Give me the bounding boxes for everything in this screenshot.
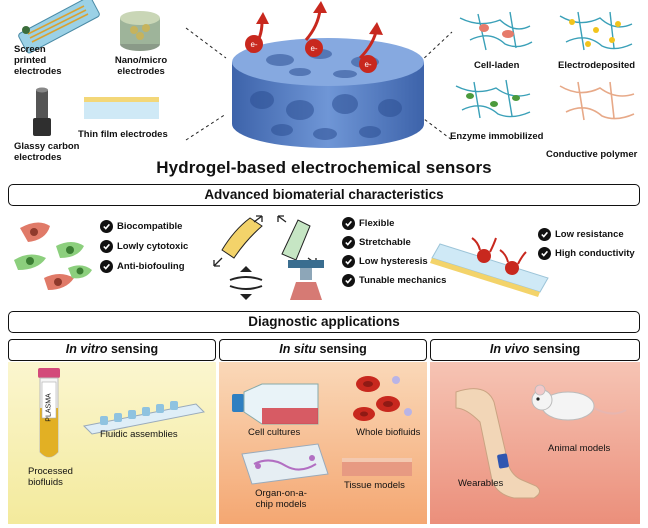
whole-biofluids-label: Whole biofluids: [356, 427, 421, 438]
check-low-hysteresis-label: Low hysteresis: [359, 256, 428, 267]
check-anti-biofouling-label: Anti-biofouling: [117, 261, 185, 272]
connector-lines: [185, 27, 453, 141]
in-vitro-header-italic: In vitro: [65, 342, 108, 356]
animal-model-icon: [531, 384, 627, 421]
cell-cultures-label: Cell cultures: [248, 427, 301, 438]
check-high-conductivity-label: High conductivity: [555, 248, 635, 259]
cells-icon: [14, 222, 92, 290]
flexible-strips-icon: [213, 215, 324, 300]
check-icon: [100, 220, 113, 233]
check-high-conductivity: High conductivity: [538, 247, 635, 260]
check-icon: [100, 260, 113, 273]
conductive-polymer-network-icon: [559, 81, 635, 121]
cell-laden-label: Cell-laden: [474, 60, 520, 71]
in-vitro-header-rest: sensing: [107, 342, 159, 356]
screen-printed-label: Screen printed electrodes: [14, 44, 62, 77]
check-anti-biofouling: Anti-biofouling: [100, 260, 185, 273]
check-biocompatible: Biocompatible: [100, 220, 182, 233]
cell-laden-network-icon: [459, 11, 533, 51]
electron-symbol-3: e-: [364, 60, 372, 69]
cell-culture-flask-icon: [232, 383, 319, 425]
check-low-resistance-label: Low resistance: [555, 229, 624, 240]
check-icon: [342, 236, 355, 249]
check-icon: [100, 240, 113, 253]
plasma-tube-icon: [38, 368, 60, 458]
hydrogel-cylinder-icon: [232, 38, 424, 148]
organ-on-chip-label: Organ-on-a-chip models: [255, 488, 307, 510]
top-illustration: [18, 0, 635, 148]
in-situ-header-rest: sensing: [316, 342, 367, 356]
check-icon: [342, 255, 355, 268]
check-lowly-cytotoxic-label: Lowly cytotoxic: [117, 241, 189, 252]
check-tunable-mechanics: Tunable mechanics: [342, 274, 446, 287]
fluidic-assembly-icon: [82, 401, 206, 435]
tissue-model-icon: [342, 458, 412, 476]
characteristics-illustrations: [14, 215, 549, 300]
wearable-arm-icon: [455, 388, 540, 499]
in-vivo-header-rest: sensing: [529, 342, 581, 356]
processed-biofluids-label: Processed biofluids: [28, 466, 73, 488]
applications-header: Diagnostic applications: [8, 311, 640, 333]
check-stretchable-label: Stretchable: [359, 237, 411, 248]
thin-film-electrode-icon: [84, 97, 159, 119]
glassy-carbon-electrode-icon: [33, 87, 51, 136]
electron-arrows: [245, 1, 383, 73]
in-vivo-header-italic: In vivo: [489, 342, 530, 356]
electron-symbol-2: e-: [310, 44, 318, 53]
check-icon: [538, 247, 551, 260]
conductive-polymer-label: Conductive polymer: [546, 149, 638, 160]
main-title: Hydrogel-based electrochemical sensors: [156, 158, 492, 177]
wearables-label: Wearables: [458, 478, 504, 489]
check-icon: [342, 217, 355, 230]
plasma-tube-label: PLASMA: [45, 393, 53, 422]
applications-illustrations: [38, 368, 627, 499]
check-biocompatible-label: Biocompatible: [117, 221, 183, 232]
conductive-surface-icon: [430, 237, 549, 297]
fluidic-assemblies-label: Fluidic assemblies: [100, 429, 178, 440]
check-icon: [342, 274, 355, 287]
nano-micro-electrode-icon: [120, 11, 160, 51]
in-situ-header-italic: In situ: [279, 342, 317, 356]
glassy-carbon-label: Glassy carbon electrodes: [14, 141, 80, 163]
check-flexible: Flexible: [342, 217, 394, 230]
in-vivo-header: In vivo sensing: [430, 339, 640, 361]
in-situ-header: In situ sensing: [219, 339, 427, 361]
check-low-resistance: Low resistance: [538, 228, 624, 241]
check-flexible-label: Flexible: [359, 218, 395, 229]
enzyme-immobilized-label: Enzyme immobilized: [450, 131, 544, 142]
check-icon: [538, 228, 551, 241]
nano-micro-label: Nano/micro electrodes: [114, 55, 168, 77]
electrodeposited-network-icon: [559, 11, 633, 51]
tissue-models-label: Tissue models: [344, 480, 405, 491]
in-vitro-header: In vitro sensing: [8, 339, 216, 361]
organ-on-chip-icon: [241, 443, 329, 485]
electron-symbol-1: e-: [250, 40, 258, 49]
thin-film-label: Thin film electrodes: [78, 129, 168, 140]
check-stretchable: Stretchable: [342, 236, 411, 249]
check-low-hysteresis: Low hysteresis: [342, 255, 428, 268]
check-tunable-mechanics-label: Tunable mechanics: [359, 275, 447, 286]
enzyme-immobilized-network-icon: [455, 79, 531, 119]
check-lowly-cytotoxic: Lowly cytotoxic: [100, 240, 188, 253]
electrodeposited-label: Electrodeposited: [558, 60, 636, 71]
characteristics-header: Advanced biomaterial characteristics: [8, 184, 640, 206]
animal-models-label: Animal models: [548, 443, 611, 454]
screen-printed-electrode-icon: [18, 0, 100, 54]
blood-cells-icon: [353, 376, 412, 421]
